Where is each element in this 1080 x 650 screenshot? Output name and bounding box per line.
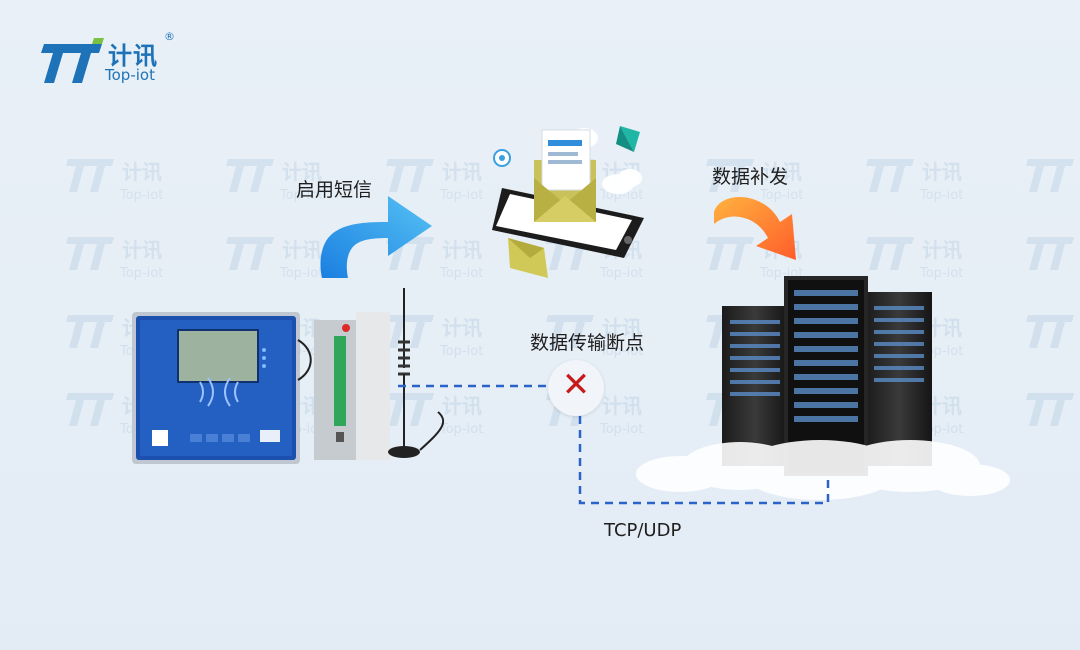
rtu-module-icon [314, 288, 445, 460]
sms-arrow-icon [320, 196, 432, 278]
resend-arrow-icon [714, 197, 796, 260]
breakpoint-marker: ✕ [548, 360, 604, 416]
sms-phone-icon [492, 126, 644, 278]
brand-name-cn: 计讯 [108, 42, 158, 70]
server-rack-icon [636, 276, 1010, 500]
close-icon: ✕ [561, 365, 591, 405]
protocol-label: TCP/UDP [604, 520, 682, 541]
server-link-line [578, 416, 830, 505]
controller-device-icon [132, 312, 312, 464]
registered-mark: ® [164, 30, 175, 43]
brand-logo-icon [41, 38, 104, 83]
brand-name-en: Top-iot [105, 66, 155, 84]
breakpoint-label: 数据传输断点 [530, 332, 645, 354]
sms-label: 启用短信 [296, 179, 373, 201]
resend-label: 数据补发 [712, 166, 789, 188]
